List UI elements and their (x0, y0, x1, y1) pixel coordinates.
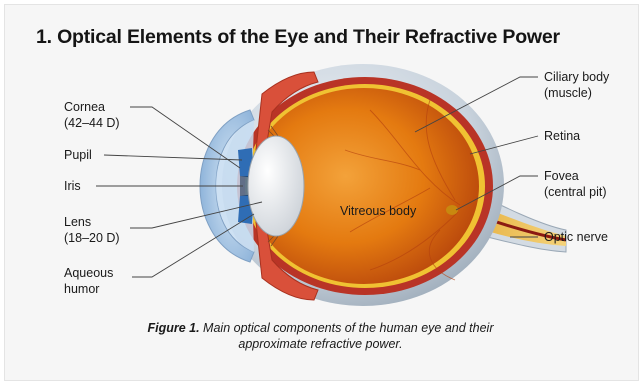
label-lens: Lens (64, 214, 91, 230)
label-ciliary-2: (muscle) (544, 85, 592, 101)
label-optic-nerve: Optic nerve (544, 229, 608, 245)
label-pupil: Pupil (64, 147, 92, 163)
label-cornea: Cornea (64, 99, 105, 115)
caption-line2: approximate refractive power. (238, 337, 402, 351)
label-vitreous-body: Vitreous body (340, 203, 416, 219)
label-ciliary-1: Ciliary body (544, 69, 609, 85)
caption-line1: Main optical components of the human eye… (203, 321, 493, 335)
label-lens-power: (18–20 D) (64, 230, 120, 246)
caption-prefix: Figure 1. (147, 321, 199, 335)
label-iris: Iris (64, 178, 81, 194)
lens (248, 136, 304, 236)
label-cornea-power: (42–44 D) (64, 115, 120, 131)
label-aqueous-2: humor (64, 281, 99, 297)
label-aqueous-1: Aqueous (64, 265, 113, 281)
label-retina: Retina (544, 128, 580, 144)
figure-caption: Figure 1. Main optical components of the… (0, 320, 641, 352)
label-fovea-2: (central pit) (544, 184, 607, 200)
label-fovea-1: Fovea (544, 168, 579, 184)
